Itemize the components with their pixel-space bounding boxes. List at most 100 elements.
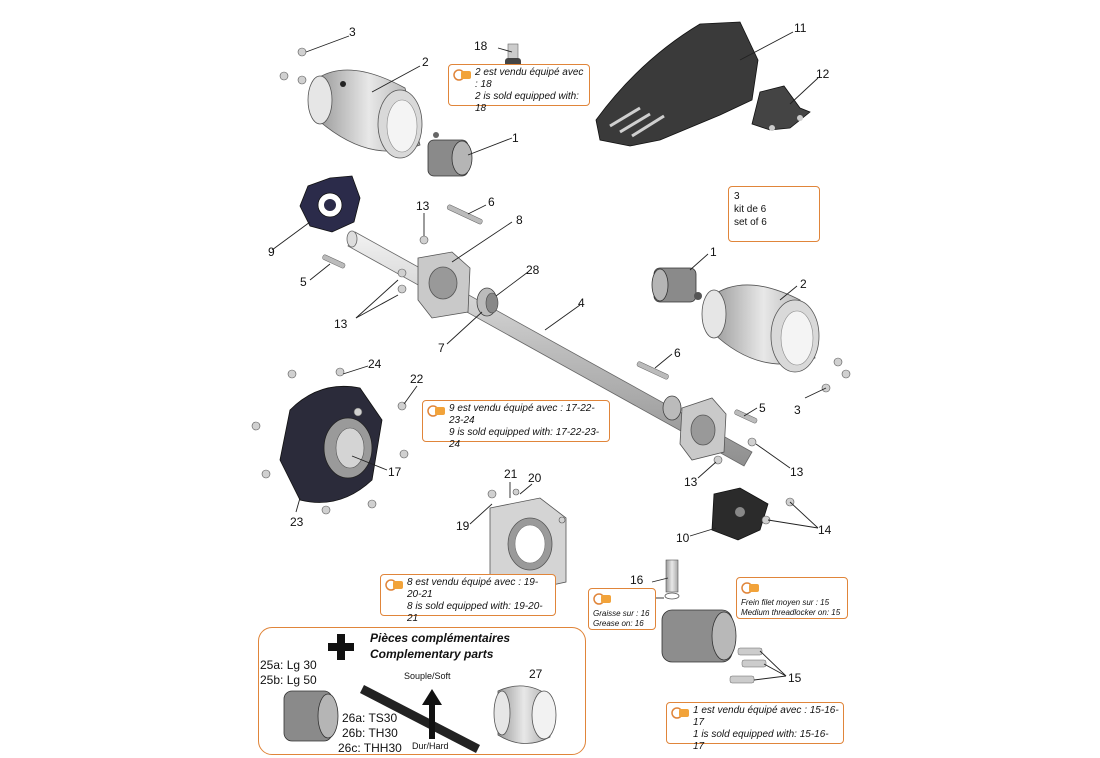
callout-8: 8 — [516, 213, 523, 227]
bolt-part-16 — [665, 559, 679, 593]
note-threadlocker-fr: Frein filet moyen sur : 15 — [741, 598, 830, 607]
note-threadlocker-en: Medium threadlocker on: 15 — [741, 608, 841, 617]
callout-1-top: 1 — [512, 131, 519, 145]
note-part-1-fr: 1 est vendu équipé avec : 15-16-17 — [693, 705, 839, 728]
bracket-part-12 — [751, 85, 811, 131]
callout-12: 12 — [816, 67, 830, 81]
callout-5-left: 5 — [300, 275, 307, 289]
callout-2-top: 2 — [422, 55, 429, 69]
grease-icon — [593, 593, 611, 605]
label-26b: 26b: TH30 — [342, 726, 398, 740]
callout-22: 22 — [410, 372, 424, 386]
hub-part-1-top — [427, 132, 473, 177]
label-25b: 25b: Lg 50 — [260, 673, 317, 687]
hub-part-1-right — [651, 267, 702, 303]
note-part-2-en: 2 is sold equipped with: 18 — [475, 91, 579, 114]
hub-part-1-exploded — [661, 559, 767, 684]
complementary-title-fr: Pièces complémentaires — [370, 631, 511, 645]
callout-20: 20 — [528, 471, 542, 485]
note-part-8: 8 est vendu équipé avec : 19-20-21 8 is … — [380, 574, 556, 624]
label-soft: Souple/Soft — [404, 671, 451, 681]
callout-13-bottom: 13 — [684, 475, 698, 489]
plus-icon — [328, 634, 354, 660]
info-tag-icon — [671, 707, 689, 719]
bearing-holder-right — [679, 397, 727, 461]
kit-label-en: set of 6 — [734, 217, 767, 228]
info-tag-icon — [385, 579, 403, 591]
fasteners — [251, 47, 851, 525]
callout-7: 7 — [438, 341, 445, 355]
bearing-cage-part-8-lower — [489, 497, 567, 593]
note-part-9: 9 est vendu équipé avec : 17-22-23-24 9 … — [422, 400, 610, 450]
wheel-rim-part-2-right — [701, 284, 820, 373]
callout-21: 21 — [504, 467, 518, 481]
callout-23: 23 — [290, 515, 304, 529]
leader-lines — [271, 31, 827, 681]
callout-9: 9 — [268, 245, 275, 259]
complementary-title-en: Complementary parts — [370, 647, 494, 661]
complementary-parts-drawings — [283, 685, 557, 753]
kit-label-fr: kit de 6 — [734, 204, 767, 215]
axle-part-26 — [360, 685, 480, 753]
note-part-1-en: 1 is sold equipped with: 15-16-17 — [693, 729, 829, 752]
callout-18: 18 — [474, 39, 488, 53]
note-part-8-en: 8 is sold equipped with: 19-20-21 — [407, 601, 543, 624]
ring-part-28 — [485, 292, 499, 314]
note-part-2-fr: 2 est vendu équipé avec : 18 — [475, 67, 584, 90]
callout-1-right: 1 — [710, 245, 717, 259]
disc-carrier-part-23 — [279, 385, 383, 503]
callout-6-top: 6 — [488, 195, 495, 209]
kit-box-part-3: 3 kit de 6 set of 6 — [728, 186, 820, 242]
callout-5-right: 5 — [759, 401, 766, 415]
note-grease: Graisse sur : 16 Grease on: 16 — [588, 588, 656, 630]
callout-6-right: 6 — [674, 346, 681, 360]
hub-part-10 — [711, 487, 769, 541]
bearing-holder-part-8 — [417, 251, 471, 319]
info-tag-icon — [427, 405, 445, 417]
info-tag-icon — [453, 69, 471, 81]
note-grease-en: Grease on: 16 — [593, 619, 644, 628]
chain-guard-part-11 — [595, 21, 759, 147]
kit-number: 3 — [734, 191, 740, 202]
label-27: 27 — [529, 667, 543, 681]
callout-13-right: 13 — [790, 465, 804, 479]
callout-14: 14 — [818, 523, 832, 537]
wheel-rim-part-2-left — [307, 69, 423, 159]
keys-parts-5-6 — [322, 204, 758, 424]
wheel-rim-part-27 — [493, 685, 557, 744]
callout-11: 11 — [794, 21, 807, 35]
label-26c: 26c: THH30 — [338, 741, 402, 755]
note-part-8-fr: 8 est vendu équipé avec : 19-20-21 — [407, 577, 539, 600]
callout-4: 4 — [578, 296, 585, 310]
callout-16: 16 — [630, 573, 644, 587]
callout-17-left: 17 — [388, 465, 402, 479]
label-26a: 26a: TS30 — [342, 711, 398, 725]
callout-3-top: 3 — [349, 25, 356, 39]
callout-28: 28 — [526, 263, 540, 277]
callout-2-right: 2 — [800, 277, 807, 291]
callout-24: 24 — [368, 357, 382, 371]
callout-3-right: 3 — [794, 403, 801, 417]
note-part-9-en: 9 is sold equipped with: 17-22-23-24 — [449, 427, 600, 450]
callout-15: 15 — [788, 671, 802, 685]
callout-13-top: 13 — [416, 199, 430, 213]
note-part-1: 1 est vendu équipé avec : 15-16-17 1 is … — [666, 702, 844, 752]
sprocket-hub-part-9 — [299, 175, 361, 233]
threadlocker-icon — [741, 582, 759, 594]
callout-10: 10 — [676, 531, 690, 545]
complementary-parts-panel — [258, 627, 586, 755]
callout-19: 19 — [456, 519, 470, 533]
note-threadlocker: Frein filet moyen sur : 15 Medium thread… — [736, 577, 848, 619]
washer-part-17 — [664, 592, 680, 600]
stiffness-arrow-icon — [422, 689, 442, 739]
hub-part-25 — [283, 690, 339, 742]
note-part-9-fr: 9 est vendu équipé avec : 17-22-23-24 — [449, 403, 595, 426]
label-25a: 25a: Lg 30 — [260, 658, 317, 672]
note-part-2: 2 est vendu équipé avec : 18 2 is sold e… — [448, 64, 590, 114]
label-hard: Dur/Hard — [412, 741, 449, 751]
ring-right — [662, 395, 682, 421]
callout-13-left: 13 — [334, 317, 348, 331]
note-grease-fr: Graisse sur : 16 — [593, 609, 650, 618]
